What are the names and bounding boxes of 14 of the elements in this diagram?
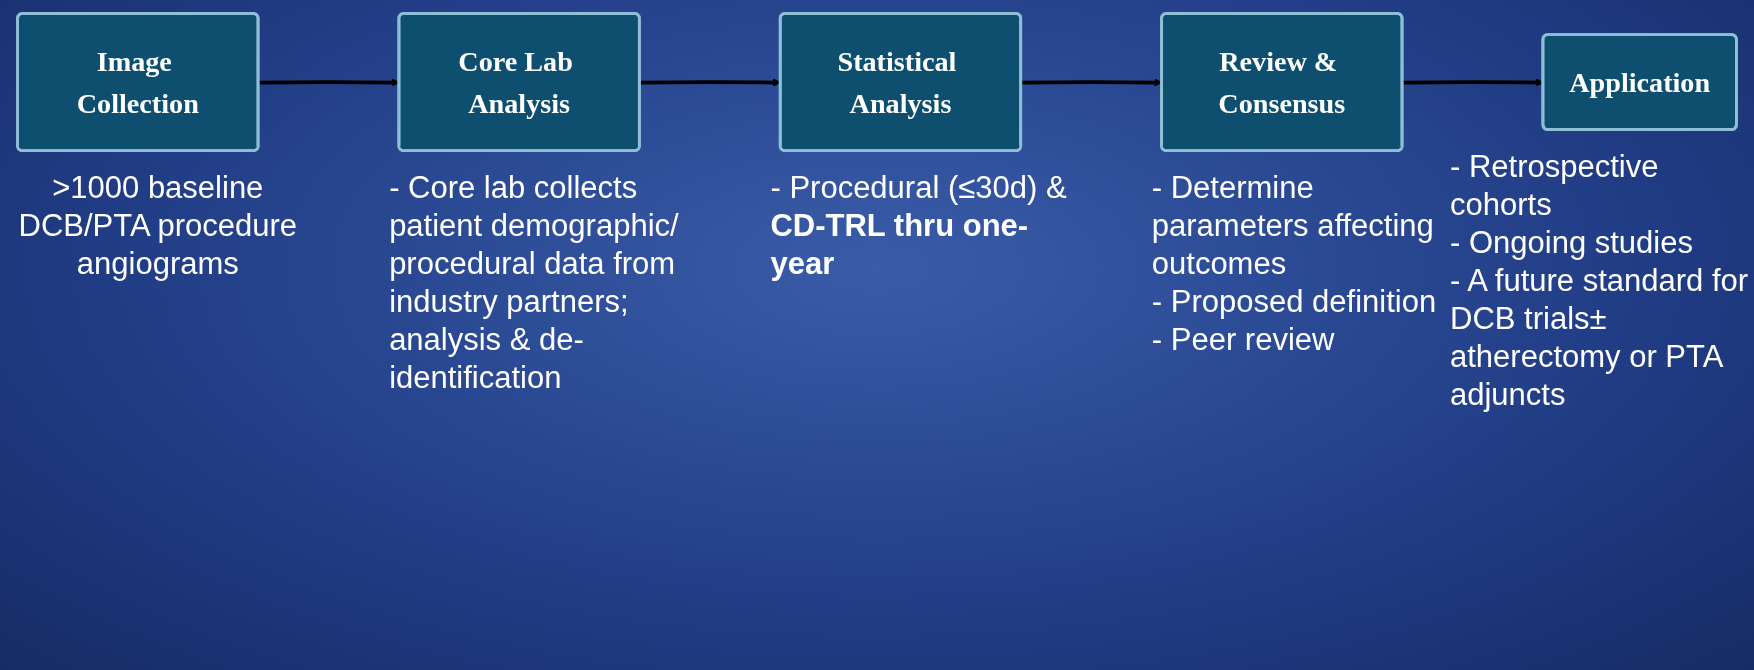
description-text: - Peer review	[1151, 320, 1336, 359]
description-text: - Proposed definition	[1151, 282, 1438, 321]
description-text: - Determine parameters affecting outcomes	[1151, 168, 1435, 283]
description-text: - A future standard for DCB trials± atherectomy or PTA adjuncts	[1450, 261, 1750, 414]
stage-box: Review & Consensus	[1160, 12, 1404, 153]
stage-box: Application	[1541, 33, 1738, 131]
stage-box: Core Lab Analysis	[397, 12, 641, 153]
description-text: - Retrospective cohorts	[1450, 147, 1660, 224]
stage-box: Image Collection	[16, 12, 260, 153]
description-text: >1000 baseline DCB/PTA procedure angiograms	[17, 168, 299, 283]
stage-box: Statistical Analysis	[778, 12, 1023, 153]
description-text: - Ongoing studies	[1450, 223, 1694, 262]
description-text: - Core lab collects patient demographic/ procedural data from industry partners; analysis & de-identification	[389, 168, 680, 397]
description-text: - Procedural (≤30d) & CD-TRL thru one-year	[770, 168, 1068, 283]
